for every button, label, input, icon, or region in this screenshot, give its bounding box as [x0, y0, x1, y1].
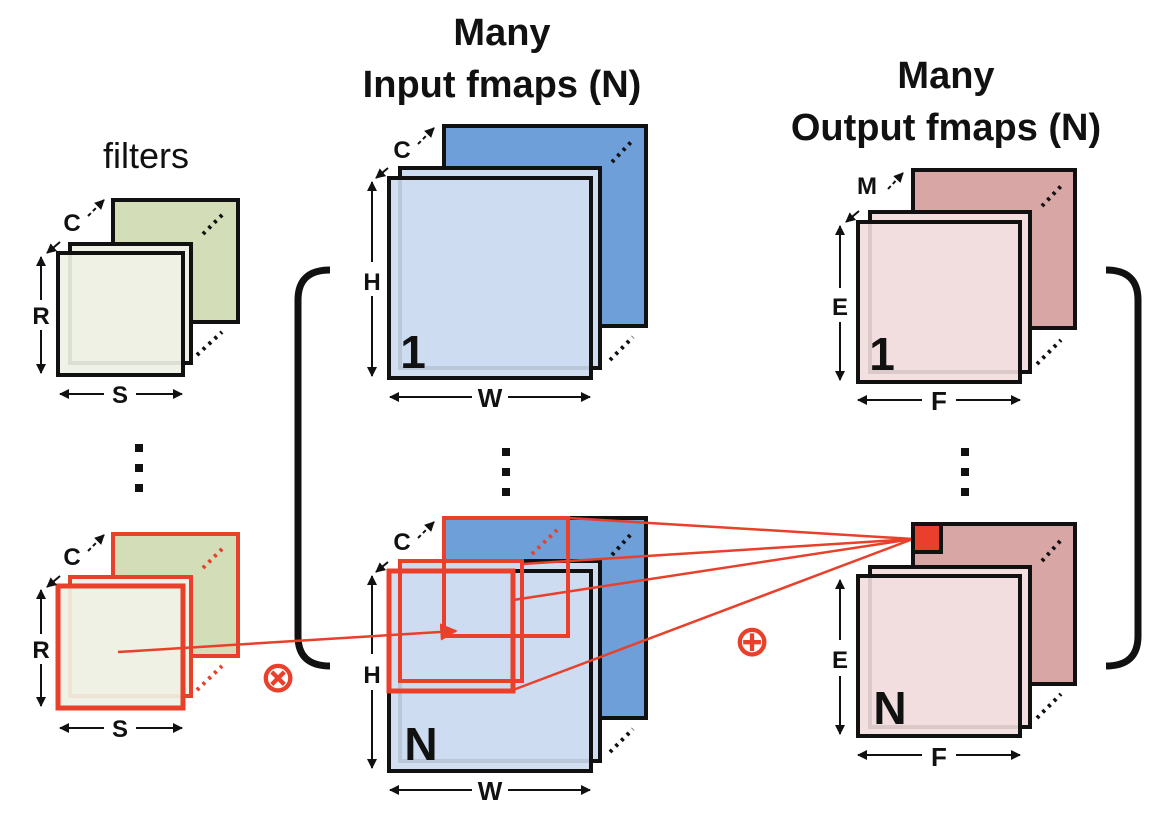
c-label: C — [63, 210, 80, 237]
input-window-mid — [398, 559, 524, 683]
output-title-line1: Many — [897, 55, 994, 97]
c-arrow-dotted — [417, 521, 435, 539]
depth-dots — [1040, 183, 1064, 208]
c-arrow-solid — [375, 167, 389, 179]
output-stack-top: M E F 1 — [832, 168, 1077, 416]
f-label: F — [931, 386, 947, 416]
c-label: C — [63, 544, 80, 571]
s-label: S — [112, 382, 128, 409]
depth-dots — [608, 335, 635, 362]
input-title-line2: Input fmaps (N) — [363, 64, 642, 106]
input-stack-top: C H W 1 — [363, 124, 648, 413]
output-pixel-highlight — [911, 522, 943, 554]
output-index-label: N — [873, 682, 906, 734]
filter-stack-bottom: C R S — [32, 532, 240, 743]
input-front-plane — [387, 569, 593, 773]
input-title-line1: Many — [453, 12, 550, 54]
input-window-front — [386, 568, 516, 694]
accumulate-symbol: ⊕ — [734, 616, 771, 667]
depth-dots — [608, 727, 635, 754]
depth-dots — [201, 544, 227, 570]
depth-dots — [610, 530, 635, 557]
right-bracket — [1105, 266, 1142, 670]
input-window-back — [442, 516, 570, 638]
filter-front-plane — [55, 583, 186, 711]
depth-dots — [201, 210, 227, 236]
c-arrow-solid — [46, 241, 61, 254]
c-label: C — [393, 137, 410, 164]
e-label: E — [832, 647, 848, 674]
output-ellipsis — [961, 448, 969, 496]
input-ellipsis — [502, 448, 510, 496]
filter-front-plane — [56, 251, 185, 377]
c-arrow-dotted — [87, 199, 105, 217]
c-arrow-solid — [46, 575, 61, 588]
output-front-plane — [856, 220, 1022, 384]
output-title-line2: Output fmaps (N) — [791, 107, 1101, 149]
filters-ellipsis — [135, 444, 143, 492]
input-stack-bottom: C H W N — [363, 516, 648, 806]
m-arrow-dotted — [887, 172, 904, 190]
output-index-label: 1 — [869, 328, 895, 380]
projection-lines — [512, 516, 914, 692]
input-index-label: N — [404, 718, 437, 770]
c-label: C — [393, 529, 410, 556]
e-label: E — [832, 294, 848, 321]
h-label: H — [363, 662, 380, 689]
filter-to-window-arrow — [117, 623, 458, 654]
h-label: H — [363, 269, 380, 296]
depth-dots — [1035, 338, 1063, 366]
output-front-plane — [856, 574, 1022, 738]
r-label: R — [32, 637, 49, 664]
f-label: F — [931, 742, 947, 772]
depth-dots — [610, 138, 635, 164]
depth-dots — [195, 664, 224, 692]
m-arrow-solid — [845, 210, 860, 223]
depth-dots — [1040, 537, 1064, 563]
m-label: M — [857, 173, 877, 200]
multiply-symbol: ⊗ — [260, 652, 297, 703]
input-front-plane — [387, 176, 593, 380]
output-stack-bottom: E F N — [832, 522, 1077, 772]
w-label: W — [478, 383, 503, 413]
filter-stack-top: C R S — [32, 198, 240, 409]
r-label: R — [32, 303, 49, 330]
input-index-label: 1 — [400, 326, 426, 378]
left-bracket — [294, 266, 331, 670]
c-arrow-dotted — [417, 127, 435, 145]
depth-dots — [1035, 692, 1063, 720]
c-arrow-dotted — [87, 534, 105, 552]
filters-title: filters — [103, 135, 189, 176]
c-arrow-solid — [375, 561, 389, 573]
s-label: S — [112, 716, 128, 743]
window-depth-dots — [530, 528, 559, 556]
depth-dots — [195, 330, 224, 357]
w-label: W — [478, 776, 503, 806]
